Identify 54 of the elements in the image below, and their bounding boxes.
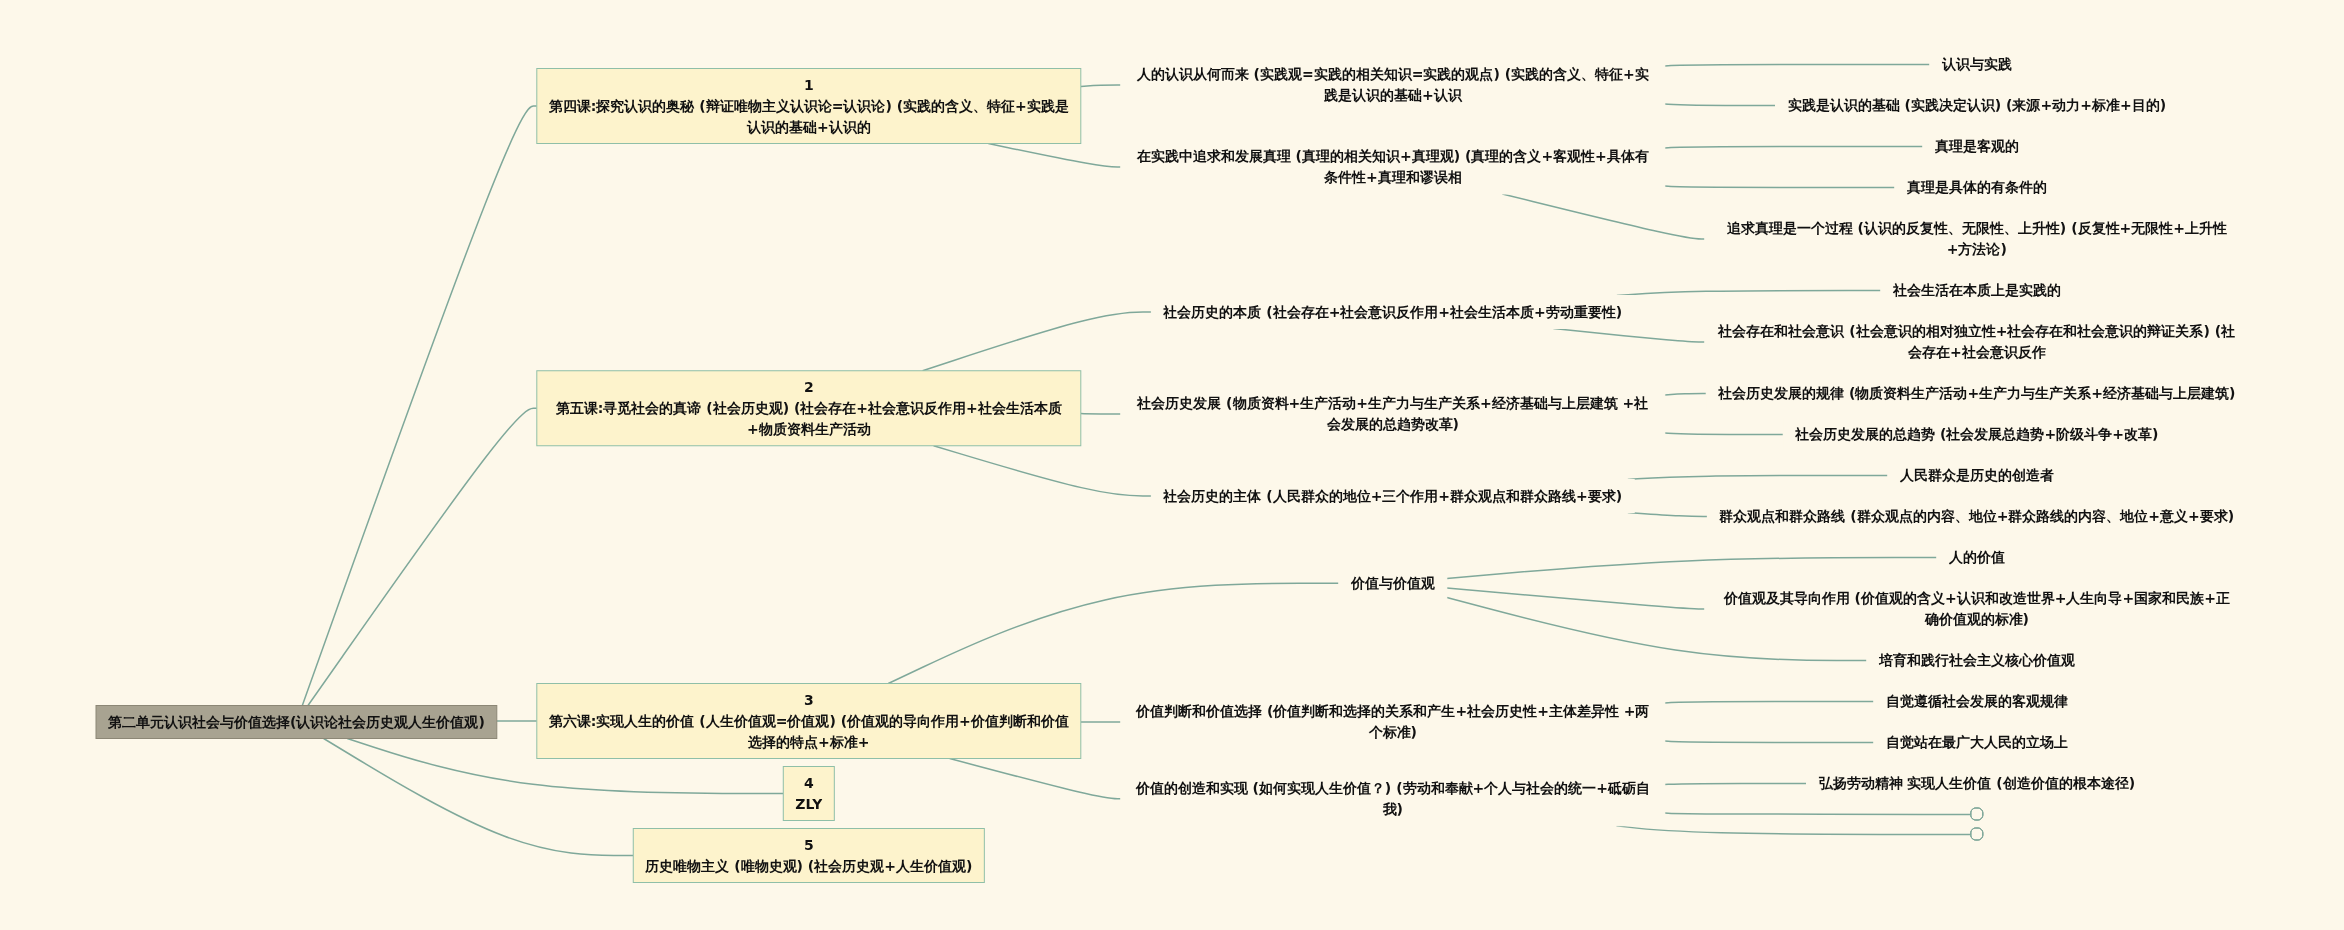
connector xyxy=(322,737,634,856)
node-text: 社会生活在本质上是实践的 xyxy=(1892,281,2061,298)
connector xyxy=(1663,392,1707,396)
connector xyxy=(1663,185,1896,188)
connector xyxy=(1445,596,1868,661)
node-text: 社会历史的主体 (人民群众的地位+三个作用+群众观点和群众路线+要求) xyxy=(1162,487,1622,504)
connector xyxy=(1079,84,1122,87)
node-text: 真理是具体的有条件的 xyxy=(1906,178,2047,195)
node-text: 自觉遵循社会发展的客观规律 xyxy=(1885,692,2068,709)
connector xyxy=(1445,556,1938,579)
connector xyxy=(306,407,538,706)
node-text: 社会历史发展的规律 (物质资料生产活动+生产力与生产关系+经济基础与上层建筑) xyxy=(1717,384,2235,401)
node-text: 追求真理是一个过程 (认识的反复性、无限性、上升性) (反复性+无限性+上升性+方法论) xyxy=(1726,219,2227,257)
connector xyxy=(346,737,784,794)
node-box: 第二单元认识社会与价值选择(认识论社会历史观人生价值观) xyxy=(95,704,497,739)
connector xyxy=(1663,782,1807,786)
node-text: 价值的创造和实现 (如何实现人生价值？) (劳动和奉献+个人与社会的统一+砥砺自我) xyxy=(1135,779,1650,817)
connector xyxy=(301,105,538,706)
connector xyxy=(1663,432,1784,435)
node-text: 实践是认识的基础 (实践决定认识) (来源+动力+标准+目的) xyxy=(1787,96,2166,113)
connector xyxy=(1663,103,1776,106)
node-text: 社会存在和社会意识 (社会意识的相对独立性+社会存在和社会意识的辩证关系) (社会存在+社会意识反作 xyxy=(1718,322,2235,360)
connector xyxy=(1445,587,1706,610)
node-text: 弘扬劳动精神 实现人生价值 (创造价值的根本途径) xyxy=(1818,774,2135,791)
connector xyxy=(1663,811,1972,815)
node-text: 人的价值 xyxy=(1948,548,2005,565)
node-text: 群众观点和群众路线 (群众观点的内容、地位+群众路线的内容、地位+意义+要求) xyxy=(1718,507,2234,524)
node-text: 自觉站在最广大人民的立场上 xyxy=(1885,733,2068,750)
node-box: 4 ZLY xyxy=(782,765,835,821)
connector xyxy=(932,444,1152,497)
node-text: 人民群众是历史的创造者 xyxy=(1899,466,2054,483)
node-text: 真理是客观的 xyxy=(1934,137,2019,154)
node-box: 3 第六课:实现人生的价值 (人生价值观=价值观) (价值观的导向作用+价值判断和价值选择的特点+标准+ xyxy=(535,682,1081,759)
node-text: 人的认识从何而来 (实践观=实践的相关知识=实践的观点) (实践的含义、特征+实践是认识的基础+认识 xyxy=(1136,65,1649,103)
node-text: 认识与实践 xyxy=(1941,55,2012,72)
node-box: 5 历史唯物主义 (唯物史观) (社会历史观+人生价值观) xyxy=(632,827,985,883)
node-text: 价值与价值观 xyxy=(1350,574,1435,591)
connector xyxy=(495,720,538,722)
node-text: 社会历史的本质 (社会存在+社会意识反作用+社会生活本质+劳动重要性) xyxy=(1162,303,1622,320)
node-text: 社会历史发展 (物质资料+生产活动+生产力与生产关系+经济基础与上层建筑 +社会发展的总趋势改革) xyxy=(1136,394,1648,432)
node-text: 价值观及其导向作用 (价值观的含义+认识和改造世界+人生向导+国家和民族+正确价值观的标准) xyxy=(1723,589,2230,627)
node-box: 1 第四课:探究认识的奥秘 (辩证唯物主义认识论=认识论) (实践的含义、特征+实践是认识的基础+认识的 xyxy=(535,67,1081,144)
node-text: 培育和践行社会主义核心价值观 xyxy=(1878,651,2075,668)
node-text: 在实践中追求和发展真理 (真理的相关知识+真理观) (真理的含义+客观性+具体有条件性+真理和谬误相 xyxy=(1136,147,1649,185)
node-box: 2 第五课:寻觅社会的真谛 (社会历史观) (社会存在+社会意识反作用+社会生活本质+物质资料生产活动 xyxy=(535,370,1081,446)
connector xyxy=(1663,740,1875,743)
connector xyxy=(887,582,1340,684)
connector xyxy=(1663,700,1875,704)
connector xyxy=(1079,720,1122,723)
connector xyxy=(1663,145,1924,149)
node-text: 价值判断和价值选择 (价值判断和选择的关系和产生+社会历史性+主体差异性 +两个标准) xyxy=(1135,702,1650,740)
node-text: 社会历史发展的总趋势 (社会发展总趋势+阶级斗争+改革) xyxy=(1794,425,2158,442)
connector xyxy=(1663,63,1931,67)
connector xyxy=(1079,412,1122,415)
